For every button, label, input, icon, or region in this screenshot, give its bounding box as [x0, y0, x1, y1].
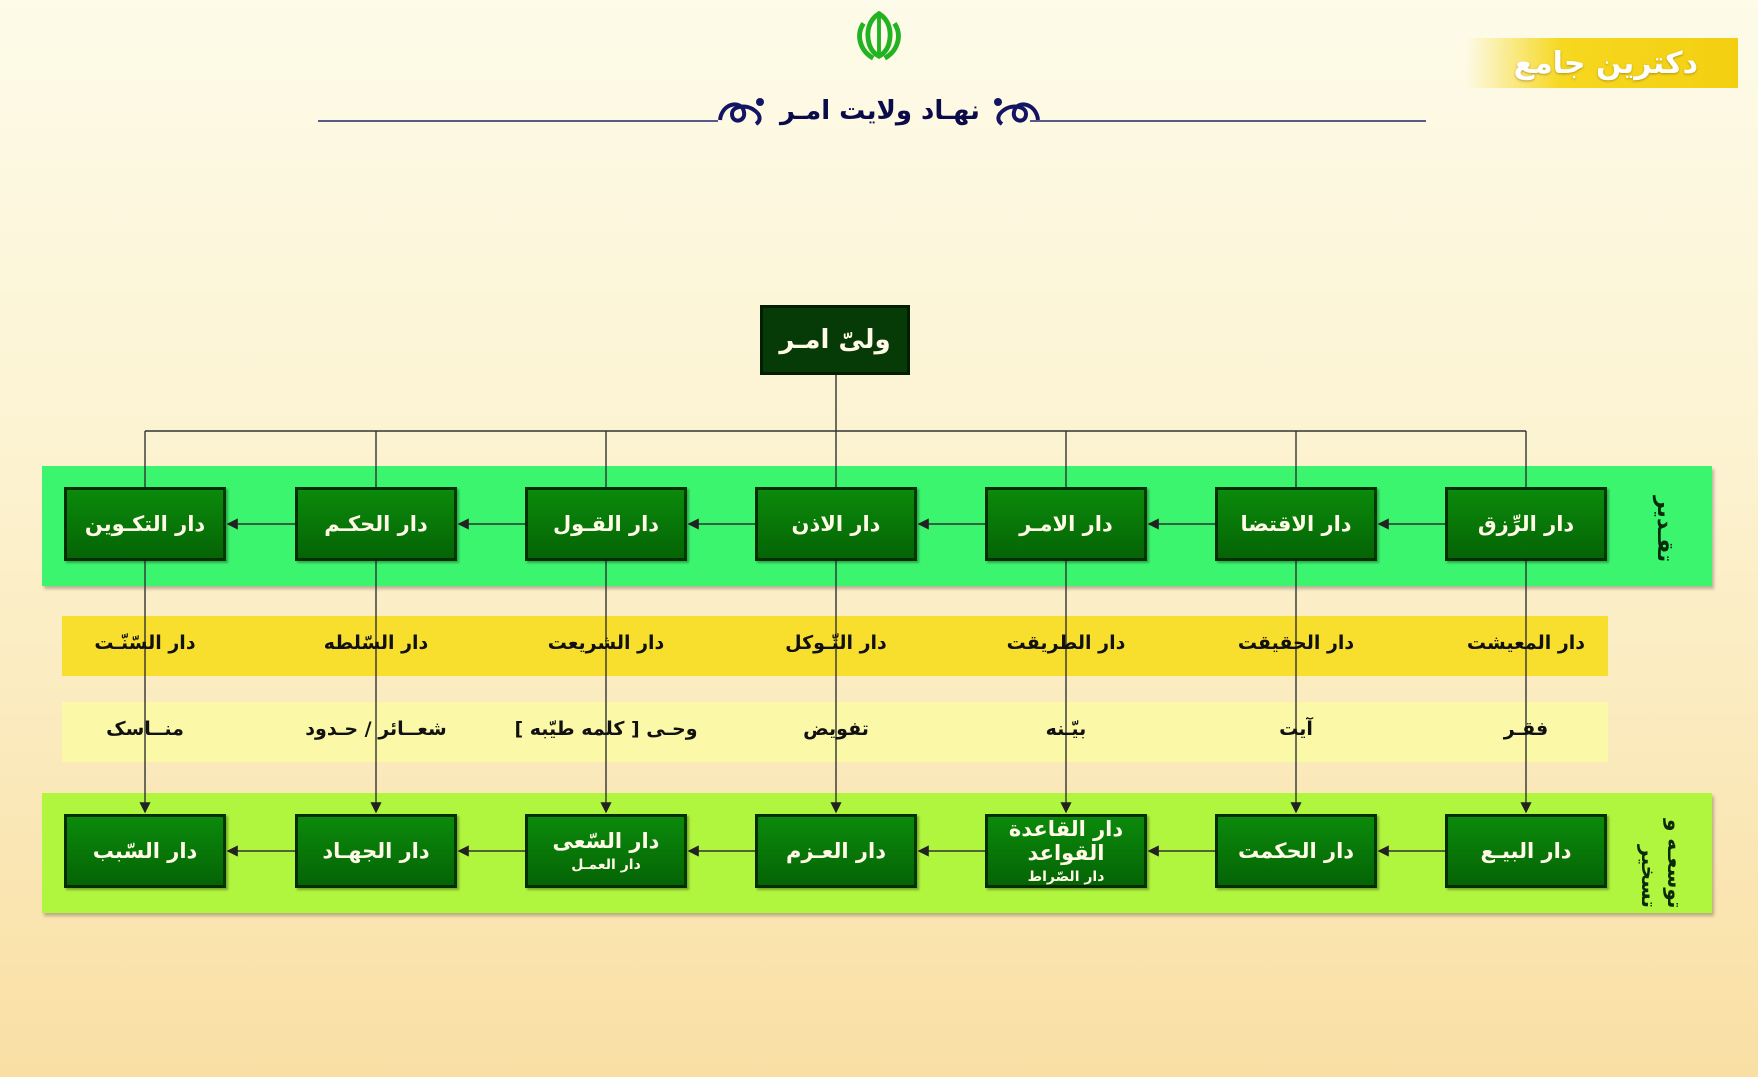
dar-label-6: دار السّنّـت — [94, 632, 196, 654]
dar-label-1: دار الحقیقت — [1237, 632, 1355, 654]
attribute-label-6: منــاسک — [106, 718, 184, 740]
box-tawsee-6: دار السّبب — [64, 814, 226, 888]
box-label: دار العـزم — [786, 838, 886, 863]
box-label: دار الرِّزق — [1477, 511, 1575, 536]
swirl-ornament-right-icon — [994, 98, 1040, 126]
box-label: دار القـول — [552, 511, 660, 536]
box-label: دار السّعی — [552, 828, 660, 853]
attribute-label-3: تفویض — [803, 718, 869, 740]
box-sublabel: دار الصّراط — [1027, 869, 1105, 886]
box-tawsee-0: دار البیـع — [1445, 814, 1607, 888]
box-label: دار التکـوین — [84, 511, 206, 536]
dar-label-4: دار الشریعت — [547, 632, 665, 654]
dar-label-2: دار الطریقت — [1006, 632, 1126, 654]
box-taqdir-0: دار الرِّزق — [1445, 487, 1607, 561]
attribute-label-2: بیّـنه — [1045, 718, 1087, 740]
box-label: دار الاقتضا — [1240, 511, 1352, 536]
title-rule-left — [318, 120, 718, 122]
box-label: دار الجهـاد — [322, 838, 430, 863]
dar-label-3: دار التّـوکل — [785, 632, 887, 654]
brand-label: دکترین جامع — [1513, 45, 1698, 81]
strip-dar-row — [62, 616, 1608, 676]
dar-label-5: دار السّلطه — [323, 632, 429, 654]
box-taqdir-2: دار الامـر — [985, 487, 1147, 561]
box-tawsee-1: دار الحکمت — [1215, 814, 1377, 888]
iran-emblem-icon — [857, 10, 901, 61]
attribute-label-4: وحـی [ کلمه طیّبه ] — [514, 718, 698, 740]
page-title: نهـاد ولایت امـر — [780, 96, 980, 126]
box-label: دار الامـر — [1019, 511, 1113, 536]
root-box: ولیّ امـر — [760, 305, 910, 375]
box-taqdir-6: دار التکـوین — [64, 487, 226, 561]
box-label: دار القاعدة القواعد — [1008, 816, 1124, 865]
root-label: ولیّ امـر — [779, 325, 891, 355]
box-label: دار الاذن — [791, 511, 881, 536]
side-label-taqdir: تقـدیر — [1652, 495, 1677, 562]
box-label: دار السّبب — [92, 838, 198, 863]
dar-label-0: دار المعیشت — [1466, 632, 1586, 654]
box-taqdir-3: دار الاذن — [755, 487, 917, 561]
box-tawsee-5: دار الجهـاد — [295, 814, 457, 888]
attribute-label-0: فقـر — [1503, 718, 1549, 740]
box-label: دار البیـع — [1480, 838, 1572, 863]
attribute-label-5: شعــائر / حـدود — [305, 718, 447, 740]
box-tawsee-4: دار السّعی دار العمـل — [525, 814, 687, 888]
title-rule-right — [1030, 120, 1426, 122]
box-taqdir-4: دار القـول — [525, 487, 687, 561]
side-label-tawsee: توسعـه و تسخیر — [1637, 818, 1687, 908]
brand-banner: دکترین جامع — [1466, 38, 1738, 88]
attribute-label-1: آیت — [1279, 718, 1313, 740]
box-tawsee-3: دار العـزم — [755, 814, 917, 888]
box-label: دار الحکـم — [324, 511, 428, 536]
box-label: دار الحکمت — [1237, 838, 1355, 863]
box-tawsee-2: دار القاعدة القواعد دار الصّراط — [985, 814, 1147, 888]
swirl-ornament-left-icon — [718, 98, 764, 126]
box-taqdir-1: دار الاقتضا — [1215, 487, 1377, 561]
box-taqdir-5: دار الحکـم — [295, 487, 457, 561]
box-sublabel: دار العمـل — [571, 857, 641, 874]
strip-attribute-row — [62, 702, 1608, 762]
